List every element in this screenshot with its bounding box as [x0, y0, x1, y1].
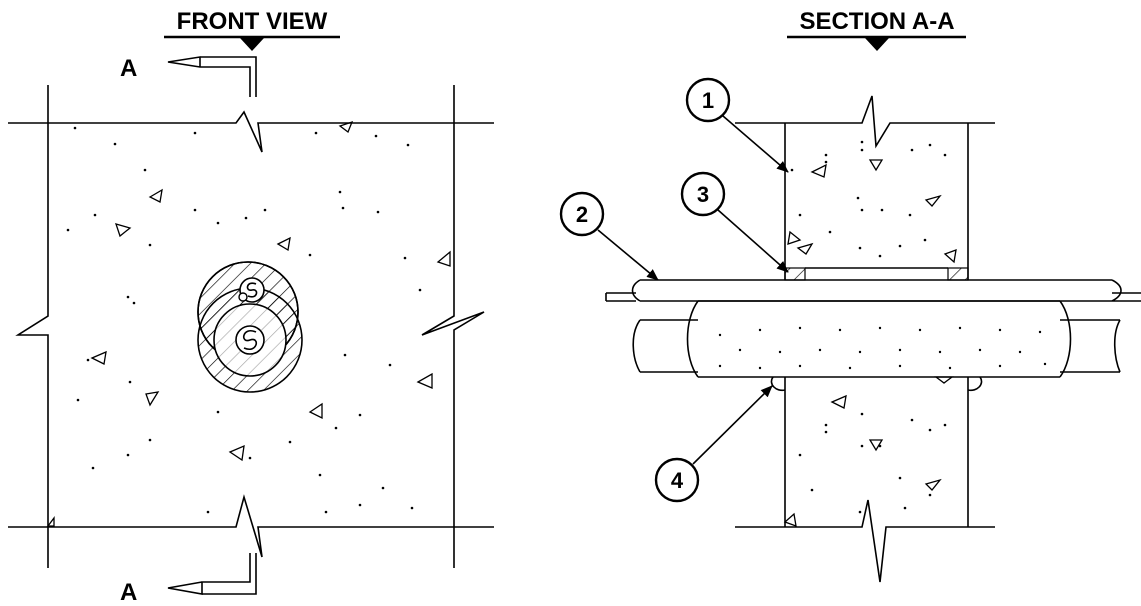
section-sealant-beads: [770, 376, 983, 392]
section-cut-top-label: A: [120, 55, 137, 82]
section-concrete-texture: [783, 140, 957, 527]
front-view-title-marker: [240, 38, 264, 51]
section-view: SECTION A-A: [559, 8, 1141, 583]
front-concrete-texture: [46, 120, 451, 527]
front-view: FRONT VIEW A A: [8, 8, 494, 606]
section-wall-outline: [735, 95, 995, 583]
callout-4-label: 4: [671, 468, 684, 493]
section-small-pipe: [605, 279, 1141, 302]
callout-4: 4: [654, 385, 773, 503]
section-main-pipe: [632, 300, 1121, 384]
section-title-marker: [865, 38, 889, 51]
front-pipe-penetration: [197, 261, 303, 393]
callout-2: 2: [559, 191, 659, 281]
section-sealant-band: [784, 267, 969, 281]
section-cut-top: A: [120, 55, 257, 97]
section-cut-bottom-label: A: [120, 579, 137, 606]
callout-3: 3: [680, 171, 789, 273]
section-title: SECTION A-A: [799, 8, 954, 35]
section-cut-bottom: A: [120, 553, 257, 606]
front-view-title: FRONT VIEW: [177, 8, 328, 35]
callout-1-label: 1: [702, 88, 714, 113]
callout-3-label: 3: [697, 182, 709, 207]
callout-2-label: 2: [576, 202, 588, 227]
front-wall-outline: [8, 85, 494, 568]
callout-1: 1: [685, 77, 789, 173]
